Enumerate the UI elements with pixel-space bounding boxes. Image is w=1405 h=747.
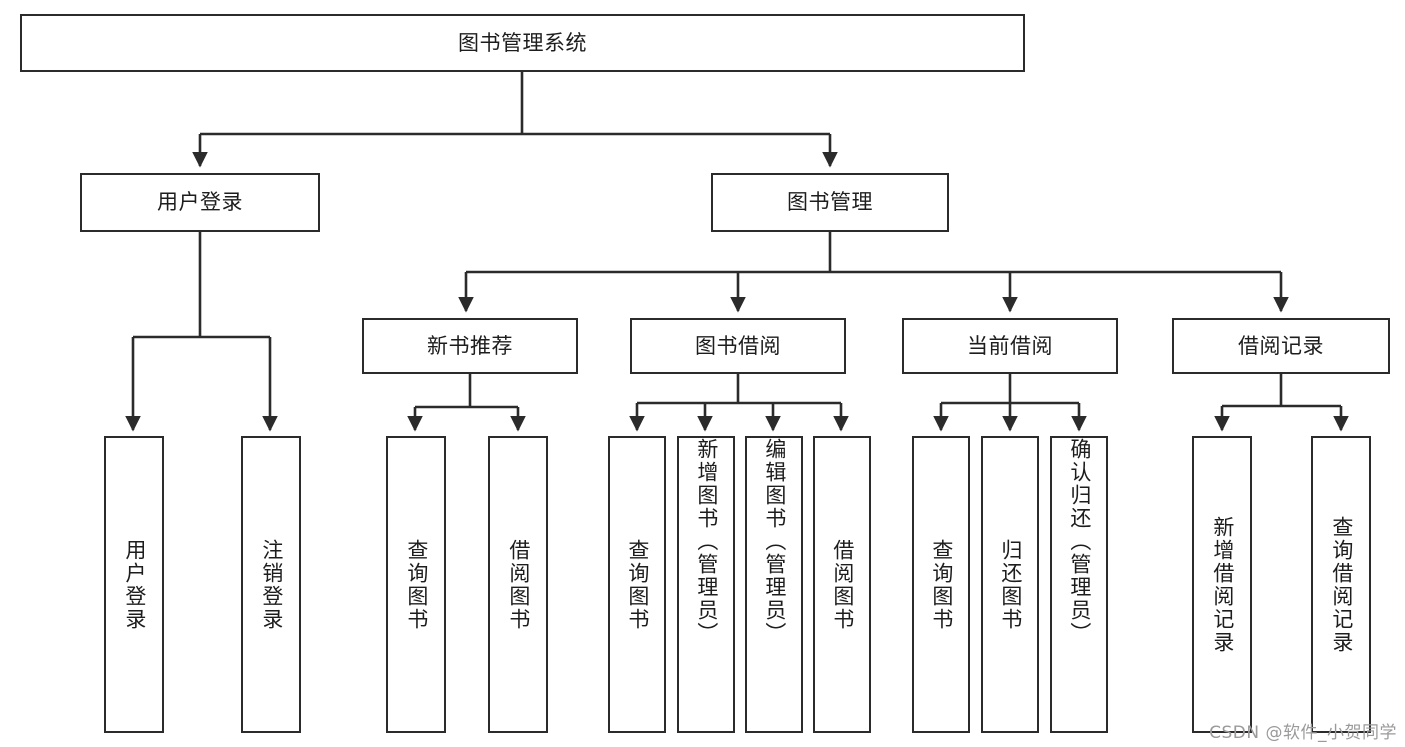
node-label: 确认归还（管理员） <box>1067 438 1092 645</box>
node-label: 编辑图书（管理员） <box>762 438 787 645</box>
node-leaf-confirm-return[interactable]: 确认归还（管理员） <box>1050 436 1108 733</box>
node-leaf-logout-login[interactable]: 注销登录 <box>241 436 301 733</box>
node-current-borrow[interactable]: 当前借阅 <box>902 318 1118 374</box>
node-book-manage[interactable]: 图书管理 <box>711 173 949 232</box>
node-leaf-borrow-book-1[interactable]: 借阅图书 <box>488 436 548 733</box>
csdn-watermark: CSDN @软件_小贺同学 <box>1209 723 1397 743</box>
node-label: 借阅记录 <box>1238 333 1324 358</box>
node-user-login[interactable]: 用户登录 <box>80 173 320 232</box>
node-label: 用户登录 <box>122 538 147 631</box>
node-label: 归还图书 <box>998 538 1023 631</box>
node-label: 借阅图书 <box>506 538 531 631</box>
node-label: 新增图书（管理员） <box>694 438 719 645</box>
node-leaf-add-record[interactable]: 新增借阅记录 <box>1192 436 1252 733</box>
node-label: 新书推荐 <box>427 333 513 358</box>
node-leaf-query-record[interactable]: 查询借阅记录 <box>1311 436 1371 733</box>
node-leaf-borrow-book-2[interactable]: 借阅图书 <box>813 436 871 733</box>
node-label: 查询图书 <box>404 538 429 631</box>
node-label: 查询图书 <box>929 538 954 631</box>
node-leaf-edit-book[interactable]: 编辑图书（管理员） <box>745 436 803 733</box>
node-root-system[interactable]: 图书管理系统 <box>20 14 1025 72</box>
node-new-book-recommend[interactable]: 新书推荐 <box>362 318 578 374</box>
node-label: 当前借阅 <box>967 333 1053 358</box>
node-leaf-query-book-1[interactable]: 查询图书 <box>386 436 446 733</box>
node-label: 注销登录 <box>259 538 284 631</box>
node-leaf-return-book[interactable]: 归还图书 <box>981 436 1039 733</box>
node-label: 图书管理系统 <box>458 30 587 55</box>
node-leaf-query-book-2[interactable]: 查询图书 <box>608 436 666 733</box>
node-label: 用户登录 <box>157 190 243 215</box>
node-leaf-add-book[interactable]: 新增图书（管理员） <box>677 436 735 733</box>
node-label: 图书管理 <box>787 190 873 215</box>
node-label: 图书借阅 <box>695 333 781 358</box>
node-label: 查询借阅记录 <box>1329 515 1354 654</box>
node-borrow-record[interactable]: 借阅记录 <box>1172 318 1390 374</box>
node-leaf-query-book-3[interactable]: 查询图书 <box>912 436 970 733</box>
node-book-borrow[interactable]: 图书借阅 <box>630 318 846 374</box>
node-label: 借阅图书 <box>830 538 855 631</box>
node-leaf-user-login[interactable]: 用户登录 <box>104 436 164 733</box>
node-label: 新增借阅记录 <box>1210 515 1235 654</box>
node-label: 查询图书 <box>625 538 650 631</box>
